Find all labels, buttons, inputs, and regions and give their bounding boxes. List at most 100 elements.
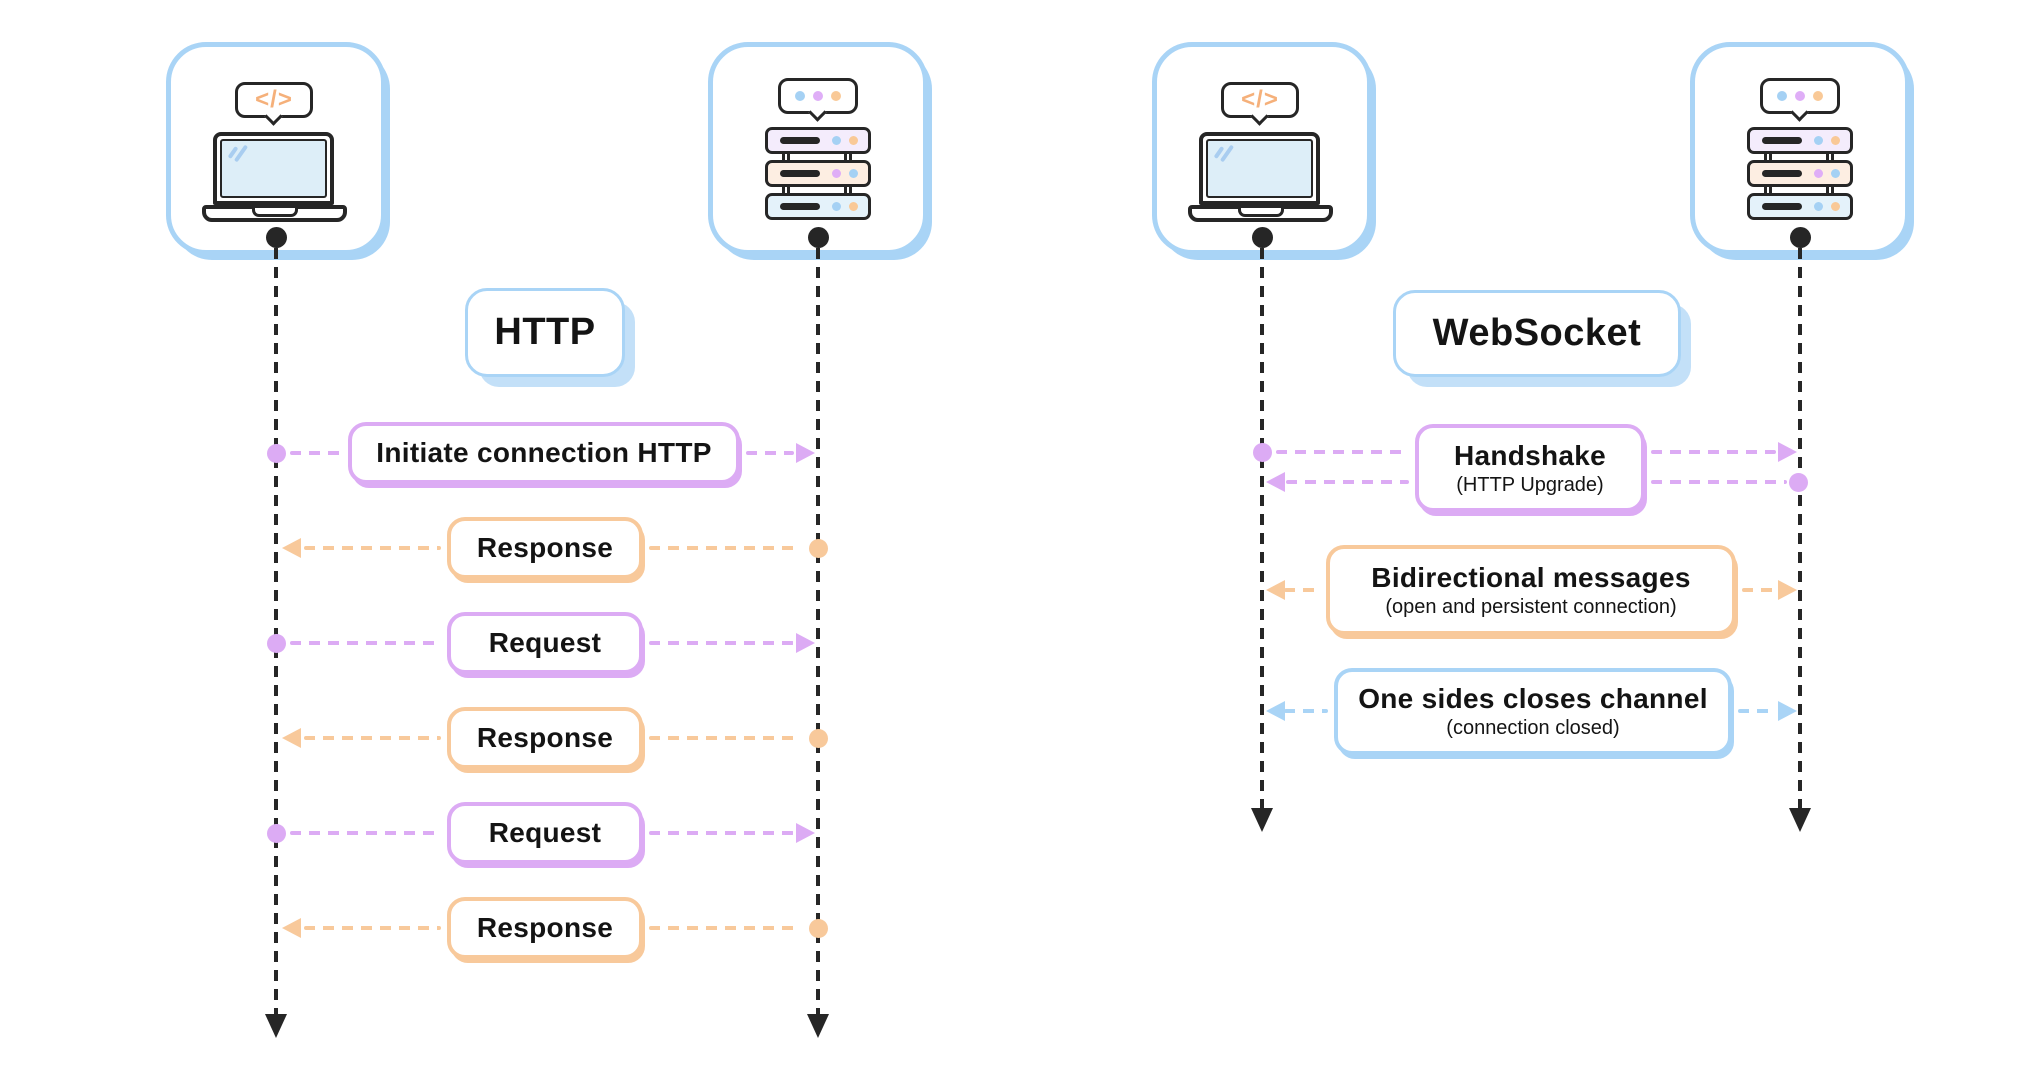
dashed-connector [649,926,800,930]
rack-led [1831,136,1840,145]
status-dot-purple [813,91,823,101]
rack-bar [780,170,820,177]
message-label: Request [488,627,602,658]
http-title-box: HTTP [465,288,625,377]
arrowhead-right-icon [1778,701,1797,721]
arrowhead-right-icon [796,633,815,653]
dashed-connector [290,641,441,645]
arrowhead-right-icon [1778,442,1797,462]
origin-dot [1789,473,1808,492]
origin-dot [267,444,286,463]
server-rack-icon [765,127,871,154]
dashed-connector [649,546,800,550]
arrowhead-left-icon [1266,701,1285,721]
ws-server-node [1690,42,1910,255]
laptop-icon [1199,132,1320,205]
ws-client-node: </> [1152,42,1372,255]
server-rack-icon [1747,193,1853,220]
message-box: Response [447,707,643,769]
dashed-connector [290,451,342,455]
message-label: Request [488,817,602,848]
http-client-node: </> [166,42,386,255]
status-dot-orange [831,91,841,101]
status-dot-blue [795,91,805,101]
dashed-connector [1286,480,1409,484]
laptop-screen [220,139,327,198]
message-box: One sides closes channel (connection clo… [1334,668,1732,755]
rack-led [849,202,858,211]
rack-bar [1762,137,1802,144]
message-box: Initiate connection HTTP [348,422,740,484]
rack-bar [780,137,820,144]
lifeline-arrow-icon [807,1014,829,1038]
message-box: Handshake (HTTP Upgrade) [1415,424,1645,512]
message-label: Response [476,912,614,943]
server-rack-icon [1747,127,1853,154]
message-label: One sides closes channel [1358,683,1708,714]
rack-led [1831,169,1840,178]
lifeline-origin-dot [1790,227,1811,248]
message-label: Bidirectional messages [1371,561,1691,593]
dashed-connector [304,736,441,740]
rack-led [832,169,841,178]
status-dot-blue [1777,91,1787,101]
rack-led [1814,169,1823,178]
status-dot-purple [1795,91,1805,101]
arrowhead-left-icon [1266,580,1285,600]
rack-bar [1762,203,1802,210]
message-sublabel: (open and persistent connection) [1385,595,1677,618]
websocket-title-box: WebSocket [1393,290,1681,377]
rack-led [832,202,841,211]
lifeline [816,248,820,1014]
message-box: Request [447,802,643,864]
message-box: Response [447,897,643,959]
dashed-connector [1651,450,1776,454]
arrowhead-left-icon [282,728,301,748]
message-box: Response [447,517,643,579]
rack-bar [780,203,820,210]
arrowhead-left-icon [1266,472,1285,492]
dashed-connector [649,831,794,835]
dashed-connector [746,451,794,455]
websocket-title: WebSocket [1432,312,1642,354]
origin-dot [809,919,828,938]
lifeline-arrow-icon [265,1014,287,1038]
lifeline [1260,248,1264,808]
lifeline [1798,248,1802,808]
dashed-connector [1284,588,1320,592]
lifeline [274,248,278,1014]
arrowhead-right-icon [796,443,815,463]
dashed-connector [1276,450,1409,454]
lifeline-origin-dot [266,227,287,248]
lifeline-origin-dot [1252,227,1273,248]
dashed-connector [649,641,794,645]
rack-led [849,169,858,178]
server-rack-icon [765,193,871,220]
rack-led [1831,202,1840,211]
rack-led [1814,202,1823,211]
message-sublabel: (HTTP Upgrade) [1456,473,1604,496]
message-label: Response [476,532,614,563]
dashed-connector [1742,588,1776,592]
http-server-node [708,42,928,255]
lifeline-arrow-icon [1251,808,1273,832]
lifeline-arrow-icon [1789,808,1811,832]
origin-dot [809,729,828,748]
origin-dot [1253,443,1272,462]
arrowhead-right-icon [1778,580,1797,600]
message-label: Initiate connection HTTP [376,437,712,468]
http-title: HTTP [494,311,596,353]
origin-dot [809,539,828,558]
dashed-connector [1284,709,1328,713]
arrowhead-left-icon [282,918,301,938]
message-box: Bidirectional messages (open and persist… [1326,545,1736,635]
message-label: Handshake [1453,439,1607,471]
rack-led [849,136,858,145]
dashed-connector [304,926,441,930]
rack-led [832,136,841,145]
arrowhead-left-icon [282,538,301,558]
laptop-notch [1237,208,1284,217]
dashed-connector [1738,709,1776,713]
laptop-base [1188,205,1333,222]
